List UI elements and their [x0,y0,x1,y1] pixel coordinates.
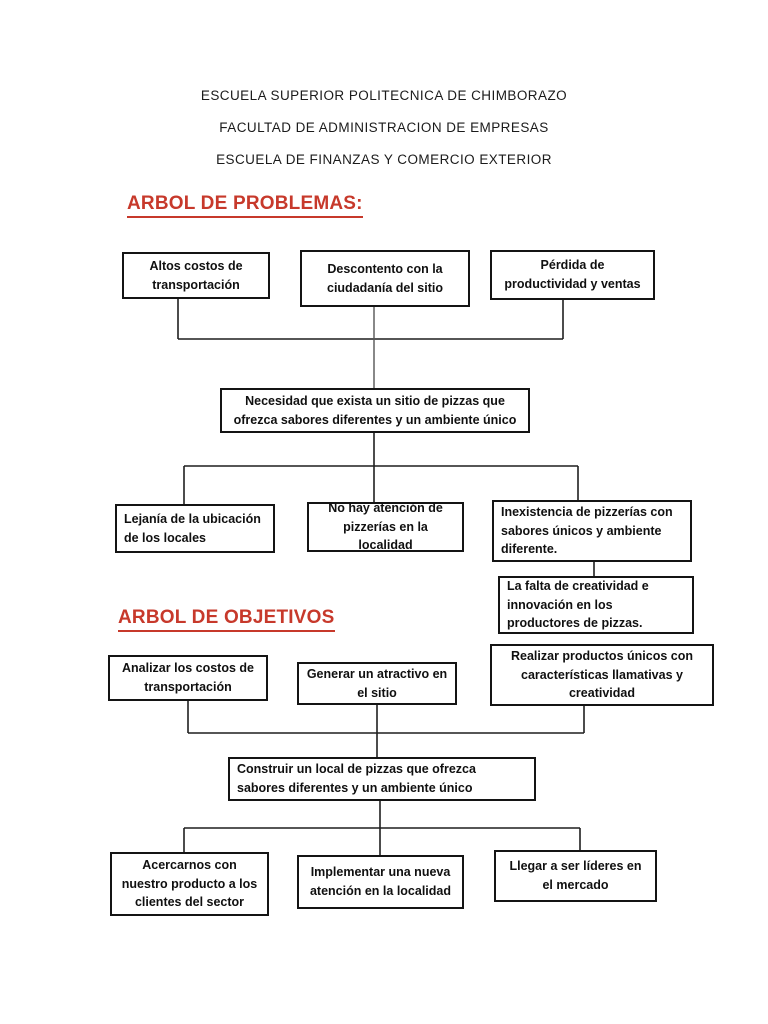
problem-cause-box-3: Inexistencia de pizzerías con sabores ún… [492,500,692,562]
objective-means-box-2: Generar un atractivo en el sitio [297,662,457,705]
core-objective-box: Construir un local de pizzas que ofrezca… [228,757,536,801]
objective-means-box-3: Realizar productos únicos con caracterís… [490,644,714,706]
problem-effect-box-3: Pérdida de productividad y ventas [490,250,655,300]
institution-name: ESCUELA SUPERIOR POLITECNICA DE CHIMBORA… [200,88,568,103]
problem-cause-box-4: La falta de creatividad e innovación en … [498,576,694,634]
faculty-name: FACULTAD DE ADMINISTRACION DE EMPRESAS [219,120,549,135]
problem-cause-box-2: No hay atención de pizzerías en la local… [307,501,464,552]
objective-end-box-2: Implementar una nueva atención en la loc… [297,855,464,909]
objective-means-box-1: Analizar los costos de transportación [108,655,268,701]
objective-end-box-3: Llegar a ser líderes en el mercado [494,850,657,902]
problem-tree-title: ARBOL DE PROBLEMAS: [127,193,363,218]
core-problem-box: Necesidad que exista un sitio de pizzas … [220,388,530,433]
problem-effect-box-1: Altos costos de transportación [122,252,270,299]
problem-cause-box-1: Lejanía de la ubicación de los locales [115,504,275,553]
objective-tree-title: ARBOL DE OBJETIVOS [118,607,335,632]
school-name: ESCUELA DE FINANZAS Y COMERCIO EXTERIOR [216,152,552,167]
problem-effect-box-2: Descontento con la ciudadanía del sitio [300,250,470,307]
objective-end-box-1: Acercarnos con nuestro producto a los cl… [110,852,269,916]
